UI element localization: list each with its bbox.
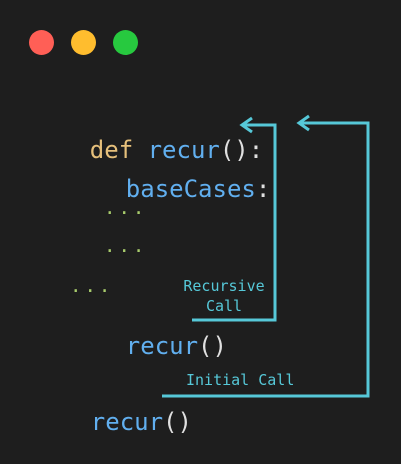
initial-call-label: Initial Call [186, 371, 295, 389]
code-line-def: def recur(): [32, 108, 263, 192]
recursive-call-arrow [192, 116, 277, 322]
initial-call-arrow [162, 114, 370, 398]
function-parens: () [219, 136, 249, 164]
base-cases-colon: : [255, 175, 271, 203]
ellipsis-line: ... [104, 197, 148, 219]
ellipsis-line: ... [104, 235, 148, 257]
base-cases-label: baseCases [125, 175, 256, 203]
ellipsis-line: ... [70, 275, 114, 297]
close-button[interactable] [29, 30, 54, 55]
code-line-base-cases: baseCases: [68, 147, 271, 231]
recursive-call-label: Recursive Call [176, 276, 272, 316]
def-keyword: def [89, 136, 134, 164]
recursive-call-label-line2: Call [205, 297, 243, 315]
maximize-button[interactable] [113, 30, 138, 55]
minimize-button[interactable] [71, 30, 96, 55]
call-arrows [162, 114, 370, 398]
recursive-call-label-line1: Recursive [183, 277, 265, 295]
recursive-call-parens: () [198, 332, 227, 360]
code-window: def recur(): baseCases: ... ... ... recu… [29, 30, 370, 436]
function-name: recur [147, 136, 220, 164]
function-colon: : [248, 136, 264, 164]
recursive-call-name: recur [125, 332, 199, 360]
code-line-recursive-call: recur() [68, 304, 227, 388]
